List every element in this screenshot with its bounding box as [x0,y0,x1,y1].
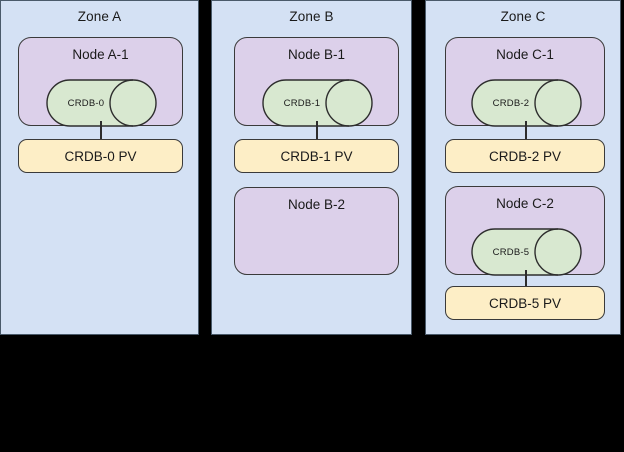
pv-box-crdb-2[interactable]: CRDB-2 PV [445,139,605,173]
connector-node-c-2-to-pv [525,270,527,288]
zone-panel-a: Zone A Node A-1 CRDB-0 CRDB-0 PV [0,0,199,335]
cylinder-shape-icon [262,79,373,127]
connector-node-b-1-to-pv [316,121,318,141]
node-c-2-label: Node C-2 [496,196,554,211]
pv-box-crdb-5[interactable]: CRDB-5 PV [445,286,605,320]
node-a-1-label: Node A-1 [72,47,129,62]
pv-crdb-0-label: CRDB-0 PV [64,148,137,164]
node-box-b-1[interactable]: Node B-1 CRDB-1 [234,37,399,127]
zone-c-title: Zone C [500,9,546,24]
database-cylinder-crdb-5[interactable]: CRDB-5 [471,228,582,276]
node-b-1-label: Node B-1 [287,47,346,62]
cylinder-shape-icon [471,79,582,127]
zone-a-title: Zone A [77,9,122,24]
node-b-2-label: Node B-2 [287,197,346,212]
database-cylinder-crdb-0[interactable]: CRDB-0 [46,79,157,127]
connector-node-c-1-to-pv [525,121,527,141]
database-cylinder-crdb-1[interactable]: CRDB-1 [262,79,373,127]
node-c-1-label: Node C-1 [496,47,554,62]
node-box-c-2[interactable]: Node C-2 CRDB-5 [445,186,605,276]
pv-crdb-5-label: CRDB-5 PV [488,295,561,311]
cylinder-shape-icon [46,79,157,127]
node-box-b-2[interactable]: Node B-2 [234,187,399,275]
pv-crdb-2-label: CRDB-2 PV [488,148,561,164]
pv-box-crdb-1[interactable]: CRDB-1 PV [234,139,399,173]
zone-panel-c: Zone C Node C-1 CRDB-2 CRDB-2 PV Node C-… [425,0,621,335]
pv-crdb-1-label: CRDB-1 PV [280,148,353,164]
node-box-a-1[interactable]: Node A-1 CRDB-0 [18,37,183,127]
zone-panel-b: Zone B Node B-1 CRDB-1 CRDB-1 PV Node B-… [211,0,412,335]
connector-node-a-1-to-pv [100,121,102,141]
node-box-c-1[interactable]: Node C-1 CRDB-2 [445,37,605,127]
zone-b-title: Zone B [289,9,334,24]
pv-box-crdb-0[interactable]: CRDB-0 PV [18,139,183,173]
database-cylinder-crdb-2[interactable]: CRDB-2 [471,79,582,127]
cylinder-shape-icon [471,228,582,276]
